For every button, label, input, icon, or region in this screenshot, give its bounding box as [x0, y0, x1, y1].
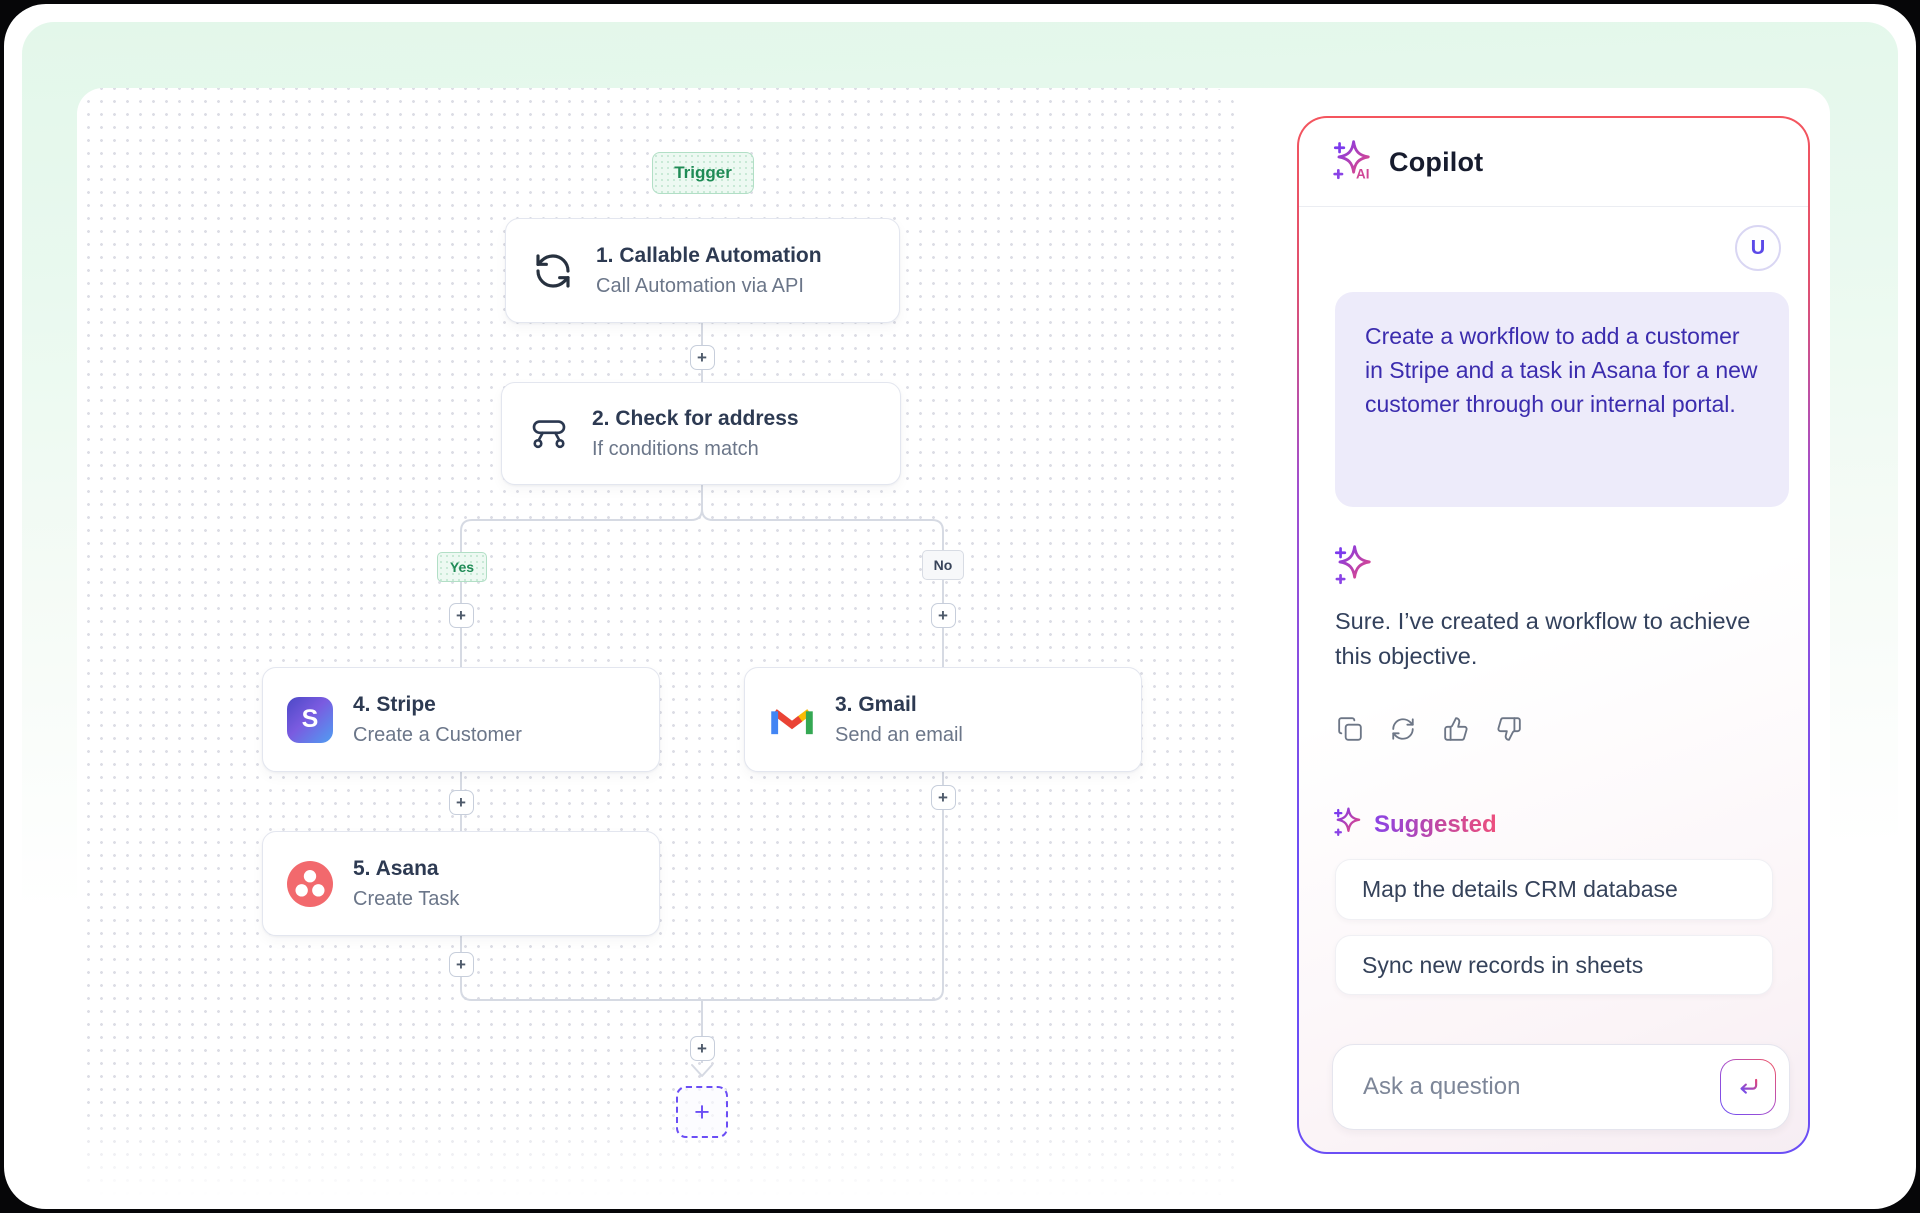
router-icon [526, 411, 572, 457]
branch-no-badge: No [922, 550, 964, 580]
add-between-button[interactable]: + [930, 603, 956, 628]
workflow-diagram: Trigger 1. Callable Automation Call Auto… [77, 88, 1237, 1196]
node-asana[interactable]: 5. Asana Create Task [262, 831, 660, 936]
thumbs-down-icon[interactable] [1496, 716, 1522, 742]
user-message-bubble: Create a workflow to add a customer in S… [1335, 292, 1789, 507]
copilot-ai-sparkle-icon: AI [1331, 138, 1375, 187]
node-callable-automation[interactable]: 1. Callable Automation Call Automation v… [505, 218, 900, 323]
node-stripe[interactable]: S 4. Stripe Create a Customer [262, 667, 660, 772]
node-subtitle: If conditions match [592, 437, 759, 460]
node-gmail[interactable]: 3. Gmail Send an email [744, 667, 1142, 772]
question-input-wrap [1332, 1044, 1790, 1130]
gmail-icon [769, 697, 815, 743]
suggestion-chip[interactable]: Sync new records in sheets [1335, 935, 1773, 995]
add-between-button[interactable]: + [448, 952, 474, 977]
assistant-sparkle-icon [1332, 543, 1376, 592]
user-avatar: U [1735, 225, 1781, 271]
node-title: 2. Check for address [592, 406, 799, 430]
regenerate-icon[interactable] [1390, 716, 1416, 742]
svg-text:AI: AI [1356, 166, 1369, 181]
assistant-message: Sure. I’ve created a workflow to achieve… [1335, 608, 1751, 669]
suggested-label: Suggested [1374, 810, 1497, 838]
sync-icon [530, 248, 576, 294]
stripe-icon: S [287, 696, 333, 743]
node-subtitle: Call Automation via API [596, 274, 804, 297]
node-title: 3. Gmail [835, 692, 917, 716]
copilot-title: Copilot [1389, 146, 1484, 177]
message-actions [1337, 716, 1522, 742]
node-title: 5. Asana [353, 856, 439, 880]
copilot-panel: AI Copilot U Create a workflow to add a … [1297, 116, 1810, 1154]
add-between-button[interactable]: + [448, 790, 474, 815]
node-subtitle: Send an email [835, 723, 963, 746]
copy-icon[interactable] [1337, 716, 1363, 742]
question-input[interactable] [1332, 1044, 1790, 1130]
branch-yes-badge: Yes [437, 552, 487, 582]
send-button[interactable] [1720, 1059, 1776, 1115]
add-step-button[interactable]: + [676, 1086, 728, 1138]
thumbs-up-icon[interactable] [1443, 716, 1469, 742]
copilot-header: AI Copilot [1299, 118, 1808, 207]
add-between-button[interactable]: + [689, 344, 715, 370]
add-between-button[interactable]: + [930, 785, 956, 810]
node-title: 1. Callable Automation [596, 243, 822, 267]
suggested-header: Suggested [1332, 806, 1497, 843]
trigger-badge: Trigger [652, 152, 754, 194]
node-title: 4. Stripe [353, 692, 436, 716]
asana-icon [287, 860, 333, 907]
suggestion-chip[interactable]: Map the details CRM database [1335, 859, 1773, 920]
suggested-sparkle-icon [1332, 806, 1364, 843]
node-subtitle: Create a Customer [353, 723, 522, 746]
arrow-down-icon [691, 1064, 713, 1077]
enter-arrow-icon [1740, 1078, 1758, 1094]
node-check-address[interactable]: 2. Check for address If conditions match [501, 382, 901, 485]
add-between-button[interactable]: + [448, 603, 474, 628]
node-subtitle: Create Task [353, 887, 460, 910]
add-between-button[interactable]: + [689, 1036, 715, 1061]
